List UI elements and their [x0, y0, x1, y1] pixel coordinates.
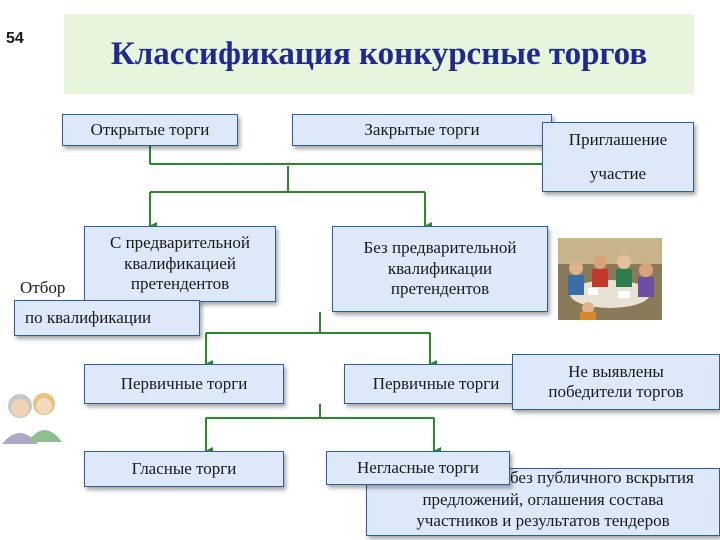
- open-tenders-box: Открытые торги: [62, 114, 238, 146]
- with-prequal-line3: претендентов: [130, 274, 230, 294]
- primary-tenders-right-box: Первичные торги: [344, 364, 528, 404]
- note-line3: участников и результатов тендеров: [416, 510, 670, 530]
- primary-right-label: Первичные торги: [372, 373, 500, 393]
- primary-tenders-left-box: Первичные торги: [84, 364, 284, 404]
- public-tenders-label: Гласные торги: [131, 458, 237, 478]
- no-winners-line1: Не выявлены: [568, 361, 664, 381]
- without-prequal-line1: Без предварительной: [363, 238, 517, 258]
- closed-tenders-label: Закрытые торги: [364, 119, 480, 139]
- closed-tenders-box: Закрытые торги: [292, 114, 552, 146]
- note-line1: без публичного вскрытия: [510, 468, 694, 487]
- by-qualification-box: по квалификации: [14, 300, 200, 336]
- with-prequal-line1: С предварительной: [109, 233, 250, 253]
- with-prequal-line2: квалификацией: [124, 253, 236, 273]
- title-band: [64, 14, 694, 94]
- open-tenders-label: Открытые торги: [90, 119, 210, 139]
- primary-left-label: Первичные торги: [120, 373, 248, 393]
- without-prequal-line2: квалификации: [387, 258, 493, 278]
- selection-label: Отбор: [20, 278, 66, 297]
- slide-number: 54: [6, 30, 24, 47]
- slide-title: Классификация конкурсные торгов: [110, 35, 648, 72]
- invitation-box: Приглашение участие: [542, 122, 694, 192]
- no-winners-line2: победители торгов: [548, 382, 684, 401]
- without-prequalification-box: Без предварительной квалификации претенд…: [332, 226, 548, 312]
- public-tenders-box: Гласные торги: [84, 451, 284, 487]
- by-qualification-label: по квалификации: [25, 307, 152, 327]
- participation-label: участие: [589, 163, 647, 183]
- without-prequal-line3: претендентов: [390, 279, 490, 299]
- nonpublic-tenders-box: Негласные торги: [326, 451, 510, 485]
- nonpublic-tenders-label: Негласные торги: [356, 457, 480, 477]
- no-winners-box: Не выявлены победители торгов: [512, 354, 720, 410]
- two-people-clipart: [2, 393, 62, 444]
- invitation-label: Приглашение: [568, 129, 668, 149]
- with-prequalification-box: С предварительной квалификацией претенде…: [84, 226, 276, 302]
- people-meeting-clipart: [558, 238, 662, 320]
- note-line2: предложений, оглашения состава: [422, 490, 664, 510]
